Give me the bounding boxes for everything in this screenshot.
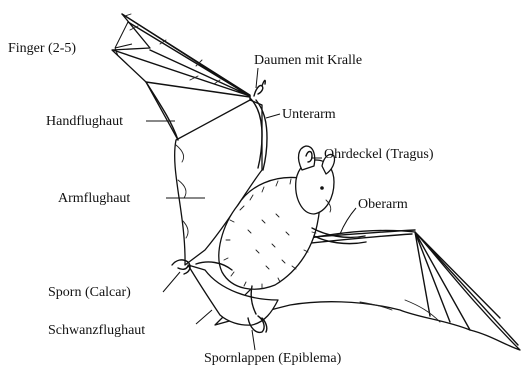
label-oberarm: Oberarm — [358, 197, 408, 212]
leader-sporn — [163, 272, 180, 292]
thumb-claw — [254, 80, 265, 96]
leader-daumen — [256, 68, 258, 88]
leader-unterarm — [266, 114, 280, 118]
label-unterarm: Unterarm — [282, 107, 336, 122]
label-handflughaut: Handflughaut — [46, 114, 123, 129]
leader-oberarm — [340, 208, 356, 234]
leader-schwanzflughaut — [196, 310, 212, 324]
label-armflughaut: Armflughaut — [58, 191, 130, 206]
label-spornlappen: Spornlappen (Epiblema) — [204, 351, 342, 366]
label-sporn: Sporn (Calcar) — [48, 285, 131, 300]
label-schwanzflughaut: Schwanzflughaut — [48, 323, 145, 338]
label-daumen: Daumen mit Kralle — [254, 53, 362, 68]
eye — [320, 186, 324, 190]
calcar — [172, 260, 190, 274]
label-ohrdeckel: Ohrdeckel (Tragus) — [324, 147, 434, 162]
leader-spornlappen — [252, 330, 255, 350]
label-finger: Finger (2-5) — [8, 41, 76, 56]
